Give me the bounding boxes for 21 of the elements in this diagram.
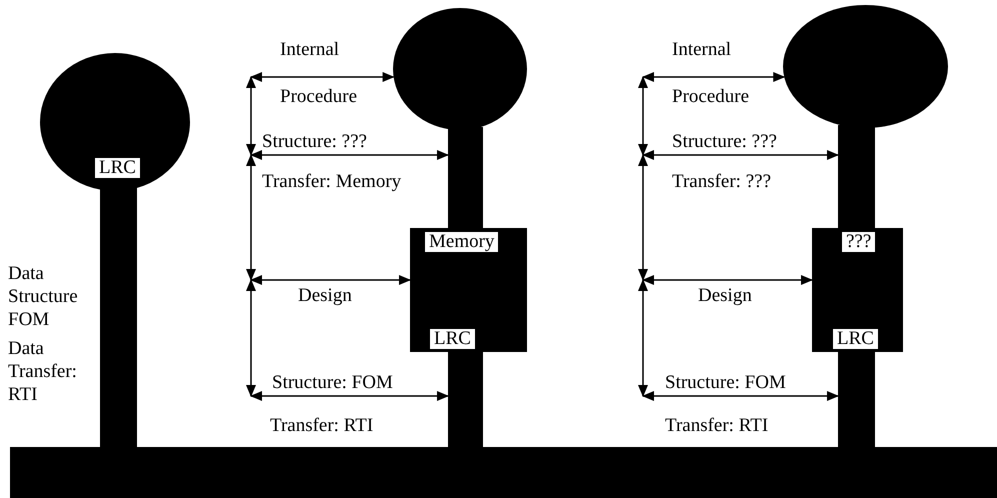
double-arrow (250, 275, 411, 285)
double-arrow (642, 72, 786, 82)
stem-bar (448, 352, 483, 447)
double-arrow (642, 150, 839, 160)
node-label: LRC (95, 158, 140, 178)
block-box (410, 228, 527, 352)
node-label: Memory (425, 232, 498, 252)
stem-bar (838, 352, 875, 447)
circle-node (783, 5, 948, 128)
block-box (812, 228, 903, 352)
circle-node (393, 8, 527, 130)
node-label: ??? (842, 232, 876, 252)
node-label: LRC (430, 329, 475, 349)
double-arrow (250, 391, 449, 401)
circle-node (40, 53, 190, 191)
double-arrow (250, 150, 449, 160)
double-arrow (642, 391, 839, 401)
double-arrow (250, 72, 395, 82)
base-bar (10, 447, 997, 498)
node-label: LRC (833, 329, 878, 349)
double-arrow (642, 275, 813, 285)
